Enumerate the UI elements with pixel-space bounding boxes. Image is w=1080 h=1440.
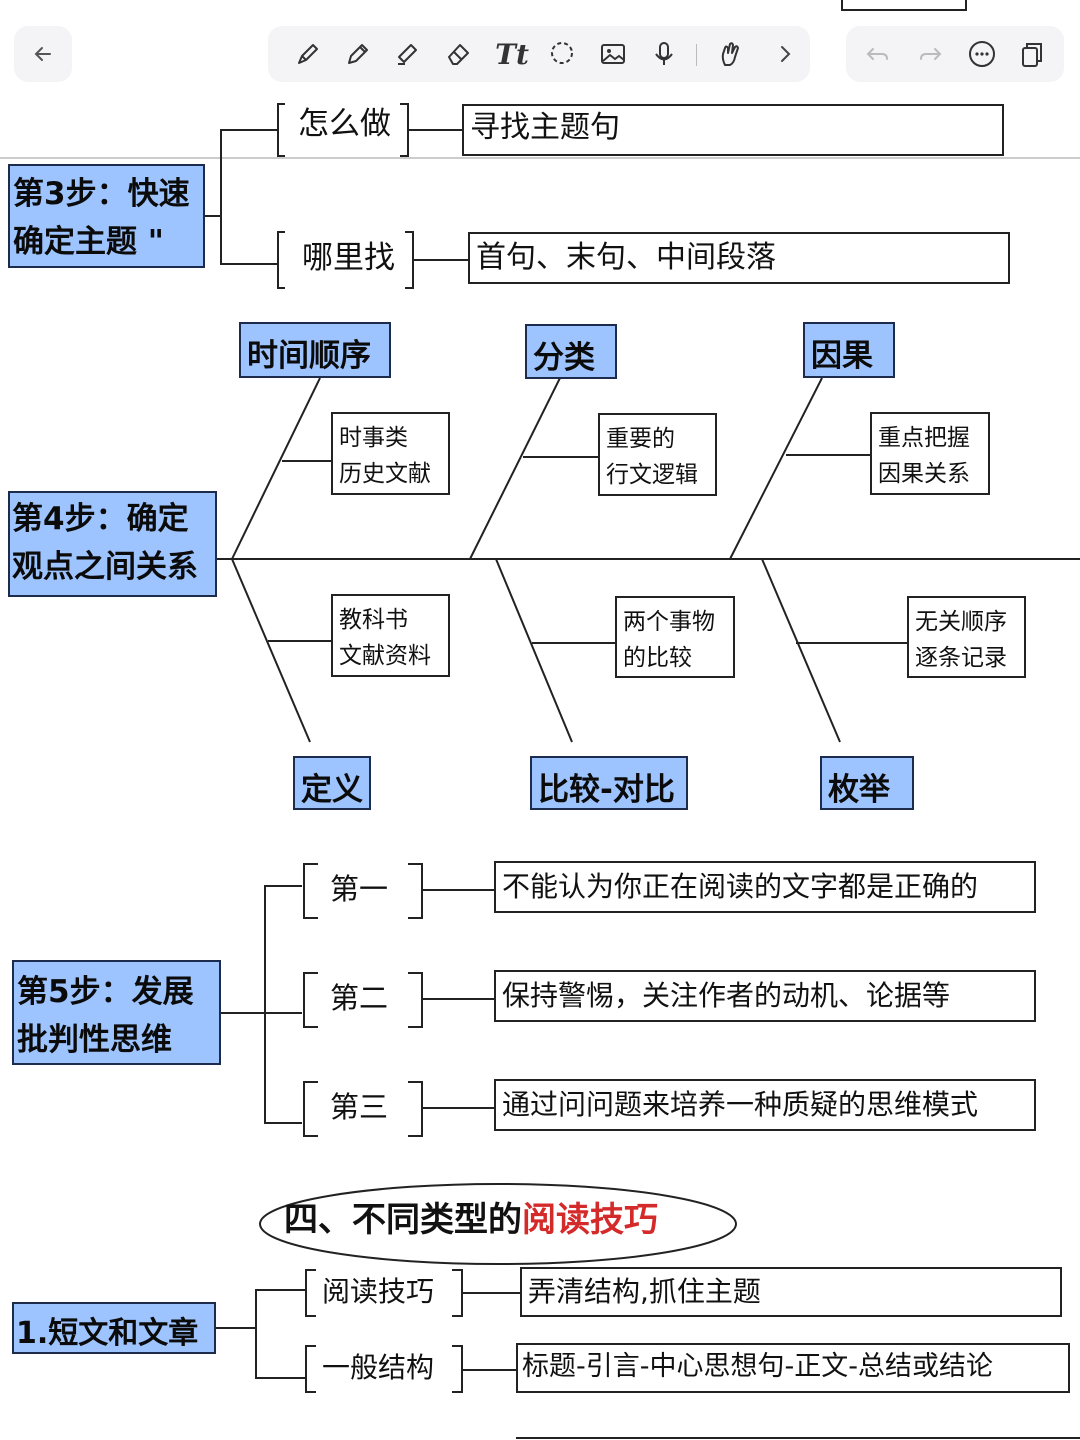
step5-title-line1: 第5步：发展 [17, 974, 194, 1010]
undo-icon[interactable] [856, 26, 900, 82]
how-value: 寻找主题句 [470, 110, 620, 145]
step5-value-first: 不能认为你正在阅读的文字都是正确的 [502, 870, 979, 903]
drawing-toolbar: Tt [268, 26, 810, 82]
how-label: 怎么做 [298, 106, 391, 142]
eraser-icon[interactable] [436, 26, 480, 82]
step5-value-third: 通过问问题来培养一种质疑的思维模式 [502, 1088, 979, 1121]
step5-value-box-second: 保持警惕，关注作者的动机、论据等 [494, 970, 1036, 1022]
note-enumeration: 无关顺序 逐条记录 [907, 596, 1026, 678]
step3-title-line1: 第3步：快速 [13, 176, 190, 212]
category-definition-label: 定义 [301, 772, 363, 808]
section4-heading-prefix: 四、不同类型的 [284, 1200, 522, 1240]
category-cause-effect: 因果 [803, 322, 895, 378]
step5-label-third: 第三 [330, 1090, 389, 1124]
step5-label-first: 第一 [330, 872, 389, 906]
pages-icon[interactable] [1010, 26, 1054, 82]
short-text-node: 1.短文和文章 [12, 1302, 216, 1354]
general-structure-label: 一般结构 [322, 1351, 435, 1384]
step5-value-box-third: 通过问问题来培养一种质疑的思维模式 [494, 1079, 1036, 1131]
reading-skill-label: 阅读技巧 [322, 1275, 435, 1308]
category-cause-effect-label: 因果 [811, 338, 873, 374]
where-label: 哪里找 [302, 240, 395, 276]
note-time-order-line1: 时事类 [339, 425, 408, 451]
note-definition-line2: 文献资料 [339, 643, 431, 669]
note-comparison: 两个事物 的比较 [615, 596, 735, 678]
image-icon[interactable] [591, 26, 635, 82]
note-cause-effect-line1: 重点把握 [878, 425, 970, 451]
note-enumeration-line2: 逐条记录 [915, 645, 1007, 671]
note-time-order-line2: 历史文献 [339, 461, 431, 487]
step4-title-line2: 观点之间关系 [12, 549, 198, 585]
text-tool-icon[interactable]: Tt [495, 37, 529, 71]
note-classification: 重要的 行文逻辑 [598, 413, 717, 496]
step5-title-line2: 批判性思维 [17, 1022, 172, 1058]
note-definition-line1: 教科书 [339, 607, 408, 633]
category-comparison: 比较-对比 [530, 756, 688, 810]
step5-value-box-first: 不能认为你正在阅读的文字都是正确的 [494, 861, 1036, 913]
pencil-icon[interactable] [336, 26, 380, 82]
category-classification: 分类 [525, 324, 617, 379]
category-time-order-label: 时间顺序 [247, 338, 371, 374]
reading-skill-value-box: 弄清结构,抓住主题 [520, 1267, 1062, 1317]
reading-skill-value: 弄清结构,抓住主题 [528, 1275, 761, 1308]
step3-title-line2: 确定主题 " [13, 224, 164, 260]
section4-heading-highlight: 阅读技巧 [522, 1200, 658, 1240]
step4-node: 第4步：确定 观点之间关系 [8, 491, 217, 597]
note-comparison-line1: 两个事物 [623, 609, 715, 635]
more-icon[interactable] [960, 26, 1004, 82]
step5-value-second: 保持警惕，关注作者的动机、论据等 [502, 979, 951, 1012]
note-cause-effect: 重点把握 因果关系 [870, 412, 990, 495]
general-structure-value-box: 标题-引言-中心思想句-正文-总结或结论 [516, 1343, 1070, 1393]
document-actions-toolbar [846, 26, 1064, 82]
category-enumeration: 枚举 [820, 756, 914, 810]
step5-label-second: 第二 [330, 981, 389, 1015]
category-time-order: 时间顺序 [239, 322, 391, 378]
category-enumeration-label: 枚举 [828, 772, 890, 808]
short-text-title: 1.短文和文章 [16, 1316, 199, 1351]
lasso-icon[interactable] [540, 26, 584, 82]
highlighter-icon[interactable] [386, 26, 430, 82]
finger-draw-icon[interactable] [708, 26, 752, 82]
note-classification-line2: 行文逻辑 [606, 462, 698, 488]
toolbar-divider [696, 44, 697, 66]
note-time-order: 时事类 历史文献 [331, 412, 450, 495]
step5-node: 第5步：发展 批判性思维 [12, 960, 221, 1065]
where-value: 首句、末句、中间段落 [476, 240, 776, 275]
section4-heading: 四、不同类型的阅读技巧 [284, 1200, 658, 1241]
note-enumeration-line1: 无关顺序 [915, 609, 1007, 635]
microphone-icon[interactable] [642, 26, 686, 82]
redo-icon[interactable] [908, 26, 952, 82]
note-cause-effect-line2: 因果关系 [878, 461, 970, 487]
how-value-box: 寻找主题句 [462, 104, 1004, 156]
category-classification-label: 分类 [533, 340, 595, 376]
pen-icon[interactable] [286, 26, 330, 82]
general-structure-value: 标题-引言-中心思想句-正文-总结或结论 [522, 1351, 993, 1382]
note-classification-line1: 重要的 [606, 426, 675, 452]
note-comparison-line2: 的比较 [623, 645, 692, 671]
step4-title-line1: 第4步：确定 [12, 501, 189, 537]
category-comparison-label: 比较-对比 [538, 772, 675, 808]
step3-node: 第3步：快速 确定主题 " [8, 164, 205, 268]
arrow-left-icon[interactable] [21, 26, 65, 82]
where-value-box: 首句、末句、中间段落 [468, 232, 1010, 284]
note-definition: 教科书 文献资料 [331, 594, 450, 677]
category-definition: 定义 [293, 756, 371, 810]
chevron-right-icon[interactable] [763, 26, 807, 82]
